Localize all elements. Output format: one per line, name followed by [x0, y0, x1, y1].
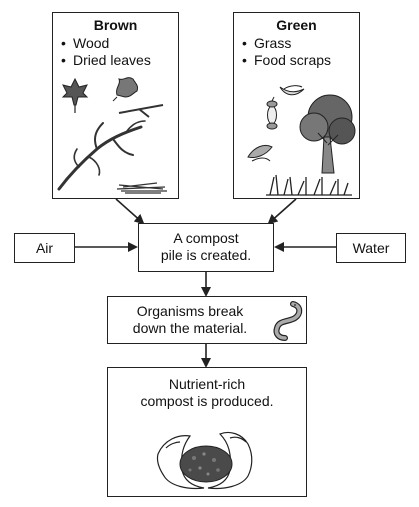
tree-icon: [299, 94, 356, 174]
organisms-line-2: down the material.: [132, 320, 248, 336]
compost-pile-box: A compost pile is created.: [138, 223, 274, 272]
compost-pile-line-2: pile is created.: [160, 247, 252, 263]
compost-pile-text: A compost pile is created.: [139, 230, 273, 264]
banana-peel-icon: [279, 85, 305, 96]
compost-soil-icon: [179, 445, 233, 483]
compost-pile-line-1: A compost: [173, 230, 239, 246]
right-hand-icon: [207, 431, 253, 490]
arrow-green-to-pile: [267, 198, 297, 225]
compost-produced-text: Nutrient-rich compost is produced.: [108, 376, 306, 410]
green-item-grass: Grass: [234, 35, 359, 52]
apple-core-icon: [266, 96, 278, 130]
brown-item-dried-leaves: Dried leaves: [53, 52, 178, 69]
brown-item-wood: Wood: [53, 35, 178, 52]
grass-tuft-icon: [266, 174, 352, 196]
twig-icon: [118, 104, 164, 118]
organisms-line-1: Organisms break: [136, 303, 244, 319]
green-item-list: Grass Food scraps: [234, 35, 359, 69]
organisms-box: Organisms break down the material.: [107, 296, 307, 344]
brown-materials-box: Brown Wood Dried leaves: [52, 12, 179, 199]
water-label: Water: [352, 240, 390, 256]
compost-produced-line-2: compost is produced.: [140, 393, 274, 409]
compost-produced-box: Nutrient-rich compost is produced.: [107, 367, 307, 497]
organisms-text: Organisms break down the material.: [116, 303, 264, 337]
maple-leaf-icon: [61, 77, 89, 113]
arrow-brown-to-pile: [115, 198, 145, 225]
dried-grass-icon: [116, 182, 167, 194]
oak-leaf-icon: [112, 77, 138, 102]
air-label: Air: [35, 240, 54, 256]
worm-icon: [273, 301, 303, 341]
green-materials-box: Green Grass Food scraps: [233, 12, 360, 199]
compost-produced-line-1: Nutrient-rich: [168, 376, 246, 392]
corn-husk-icon: [247, 144, 273, 162]
green-materials-illustration: [247, 85, 356, 196]
brown-materials-illustration: [57, 77, 167, 194]
air-input-box: Air: [14, 233, 75, 263]
brown-item-list: Wood Dried leaves: [53, 35, 178, 69]
green-item-food-scraps: Food scraps: [234, 52, 359, 69]
green-title: Green: [276, 17, 317, 33]
branch-icon: [57, 120, 146, 191]
hands-holding-compost-illustration: [156, 431, 253, 490]
water-input-box: Water: [336, 233, 406, 263]
brown-title: Brown: [93, 17, 138, 33]
